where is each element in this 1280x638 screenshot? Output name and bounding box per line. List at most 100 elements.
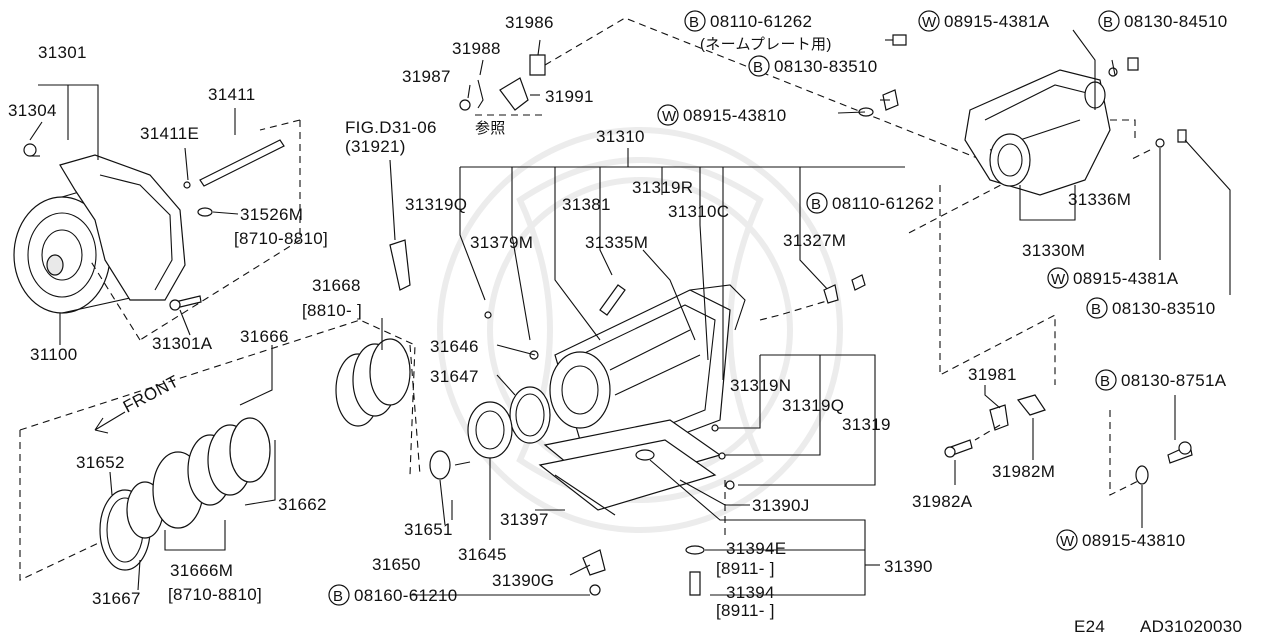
marker-b-7: B	[333, 588, 343, 605]
label-31390: 31390	[884, 557, 933, 576]
label-31650: 31650	[372, 555, 421, 574]
label-31100: 31100	[30, 345, 78, 364]
label-washer-w3: 08915-4381A	[1073, 269, 1179, 288]
label-bolt-b1-note: (ネームプレート用)	[700, 36, 832, 53]
label-31310: 31310	[596, 127, 645, 146]
bracket-31981-part	[989, 404, 1009, 431]
label-31319N: 31319N	[730, 376, 791, 395]
footer-codes: E24 AD31020030	[1074, 617, 1242, 636]
label-31411E: 31411E	[140, 124, 199, 143]
label-fig-ref-note: 参照	[475, 120, 506, 137]
pin-31986-part	[529, 54, 546, 76]
label-31301: 31301	[38, 43, 87, 62]
label-31411: 31411	[208, 85, 256, 104]
clutch-pack-group	[19, 318, 416, 591]
label-31301A: 31301A	[152, 334, 213, 353]
label-31330M: 31330M	[1022, 241, 1085, 260]
label-31319: 31319	[842, 415, 891, 434]
label-31319Q-a: 31319Q	[405, 195, 467, 214]
fastener-labels: B 08110-61262 (ネームプレート用) B 08130-83510 W…	[328, 10, 1228, 606]
label-31394E: 31394E	[726, 539, 786, 558]
label-front: FRONT	[120, 372, 182, 417]
label-31394E-range: [8911- ]	[716, 559, 775, 578]
label-bolt-b3: 08130-84510	[1124, 12, 1228, 31]
b-marker-3	[1098, 10, 1120, 32]
label-31666: 31666	[240, 327, 289, 346]
bolt-31304-part	[23, 143, 37, 157]
b-marker-4	[806, 192, 828, 214]
bracket-31982M-part	[1016, 394, 1046, 416]
marker-w-1: W	[662, 108, 677, 125]
sensor-31921-part	[389, 239, 411, 291]
label-bolt-b5: 08130-83510	[1112, 299, 1216, 318]
label-fig-ref: FIG.D31-06	[345, 118, 437, 137]
w-marker-3	[1047, 267, 1069, 289]
label-31987: 31987	[402, 67, 451, 86]
label-31652: 31652	[76, 453, 125, 472]
label-washer-w4: 08915-43810	[1082, 531, 1186, 550]
bearing-31645-part	[467, 401, 513, 459]
extension-housing-group	[823, 29, 1231, 385]
label-31319R: 31319R	[632, 178, 693, 197]
label-31646: 31646	[430, 337, 479, 356]
transmission-case-group	[389, 148, 905, 596]
b-marker-6	[1095, 369, 1117, 391]
label-31982M: 31982M	[992, 462, 1055, 481]
label-bolt-b7: 08160-61210	[354, 586, 458, 605]
b-marker-5	[1086, 297, 1108, 319]
label-31991: 31991	[545, 87, 594, 106]
marker-b-2: B	[753, 59, 763, 76]
label-31310C: 31310C	[668, 202, 729, 221]
label-31336M: 31336M	[1068, 190, 1131, 209]
w-marker-2	[918, 10, 940, 32]
marker-b-3: B	[1103, 14, 1113, 31]
label-31668-range: [8810- ]	[302, 301, 362, 320]
label-31662: 31662	[278, 495, 327, 514]
w-marker-4	[1056, 529, 1078, 551]
shaft-31411-part	[199, 139, 285, 187]
label-31986: 31986	[505, 13, 554, 32]
footer-engine: E24	[1074, 617, 1105, 636]
part-labels: 31301 31304 31411 31411E 31526M [8710-88…	[8, 13, 1131, 620]
footer-code: AD31020030	[1140, 617, 1242, 636]
marker-b-1: B	[689, 14, 699, 31]
label-31327M: 31327M	[783, 231, 846, 250]
b-marker-2	[748, 55, 770, 77]
label-31390J: 31390J	[752, 496, 810, 515]
converter-housing-part	[59, 154, 186, 301]
label-31381: 31381	[562, 195, 611, 214]
w-marker-1	[657, 104, 679, 126]
label-31647: 31647	[430, 367, 479, 386]
label-31526M: 31526M	[240, 205, 303, 224]
label-31982A: 31982A	[912, 492, 973, 511]
marker-w-3: W	[1051, 271, 1066, 288]
label-31645: 31645	[458, 545, 507, 564]
label-31526M-range: [8710-8810]	[234, 229, 328, 248]
label-31651: 31651	[404, 520, 453, 539]
marker-b-4: B	[811, 196, 821, 213]
b-marker-7	[328, 584, 350, 606]
label-31390G: 31390G	[492, 571, 554, 590]
label-31304: 31304	[8, 101, 57, 120]
label-31981: 31981	[968, 365, 1017, 384]
label-31666M: 31666M	[170, 561, 233, 580]
top-small-parts-group	[459, 17, 1022, 236]
mount-brackets-group	[944, 385, 1193, 528]
label-31988: 31988	[452, 39, 501, 58]
label-31394-range: [8911- ]	[716, 601, 775, 620]
marker-w-2: W	[922, 14, 937, 31]
label-31666M-range: [8710-8810]	[168, 585, 262, 604]
label-31335M: 31335M	[585, 233, 648, 252]
label-bolt-b1: 08110-61262	[710, 12, 812, 31]
label-31379M: 31379M	[470, 233, 533, 252]
marker-w-4: W	[1060, 533, 1075, 550]
torque-converter-group	[13, 84, 301, 345]
marker-b-5: B	[1091, 301, 1101, 318]
label-bolt-b6: 08130-8751A	[1121, 371, 1227, 390]
label-bolt-b4: 08110-61262	[832, 194, 934, 213]
label-31668: 31668	[312, 276, 361, 295]
label-31667: 31667	[92, 589, 141, 608]
label-washer-w1: 08915-43810	[683, 106, 787, 125]
